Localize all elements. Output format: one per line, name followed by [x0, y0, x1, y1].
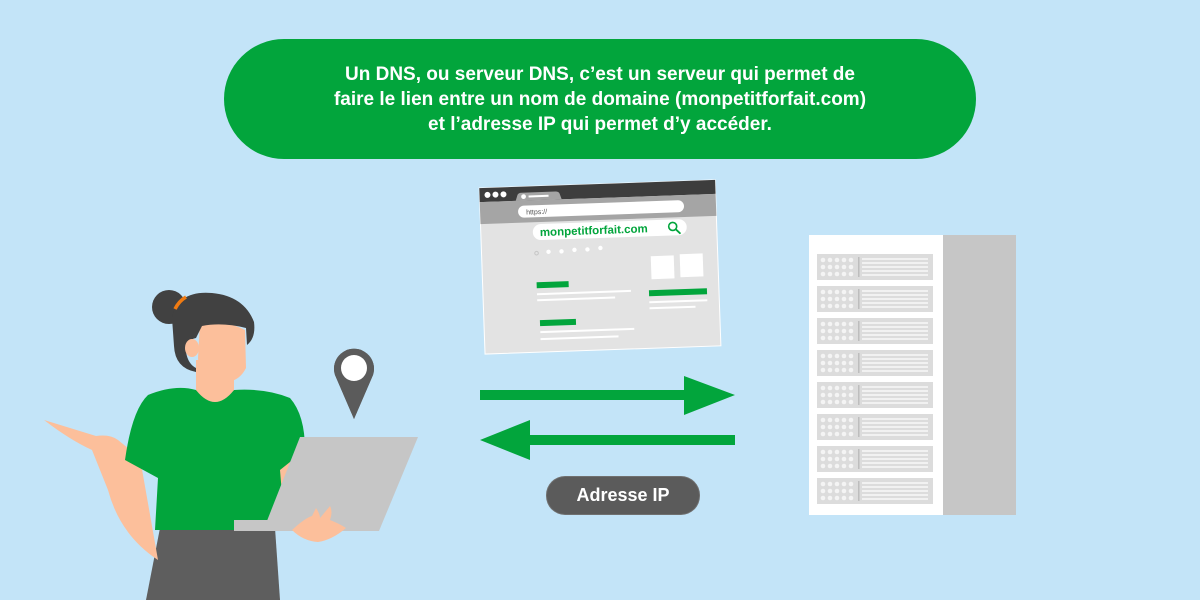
ip-address-label: Adresse IP [546, 476, 700, 515]
address-bar-text: https:// [526, 209, 547, 217]
ip-address-label-text: Adresse IP [576, 485, 670, 505]
rack-unit [817, 254, 933, 280]
rack-unit [817, 414, 933, 440]
request-arrow-right [480, 376, 735, 415]
search-icon [667, 221, 681, 235]
definition-line-1: Un DNS, ou serveur DNS, c’est un serveur… [345, 63, 855, 85]
window-dots-icon [484, 191, 507, 198]
rack-unit [817, 382, 933, 408]
definition-line-2: faire le lien entre un nom de domaine (m… [333, 88, 867, 110]
search-text: monpetitforfait.com [540, 223, 648, 239]
rack-unit [817, 478, 933, 504]
browser-window: https:// monpetitforfait.com [478, 179, 722, 355]
search-box[interactable] [532, 219, 687, 241]
rack-unit [817, 286, 933, 312]
rack-unit [817, 446, 933, 472]
person-illustration [44, 290, 418, 600]
dns-definition-bubble: Un DNS, ou serveur DNS, c’est un serveur… [224, 39, 976, 159]
dns-server [809, 235, 1016, 515]
location-pin-icon [334, 348, 374, 419]
response-arrow-left [480, 420, 735, 460]
rack-unit [817, 318, 933, 344]
definition-line-3: et l’adresse IP qui permet d’y accéder. [428, 113, 772, 135]
address-bar[interactable] [518, 200, 684, 218]
nav-dots [534, 245, 603, 256]
rack-unit [817, 350, 933, 376]
